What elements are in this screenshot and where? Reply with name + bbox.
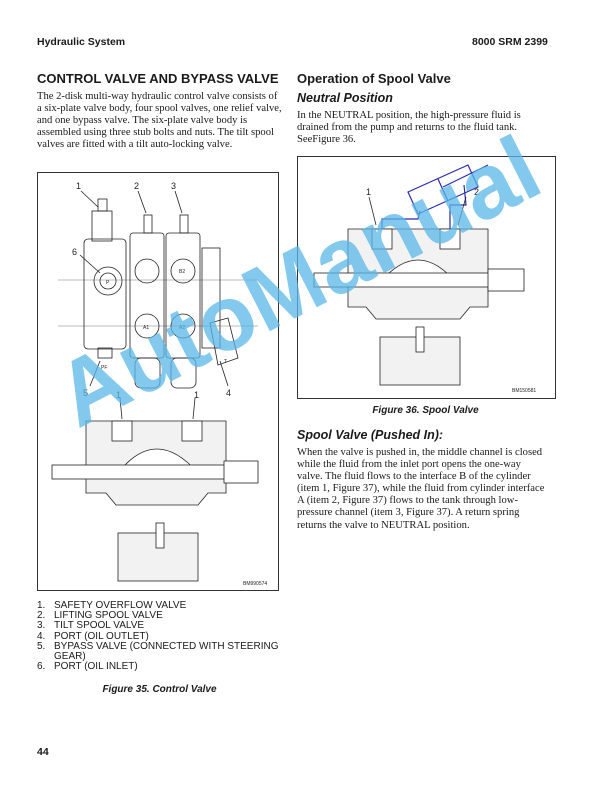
legend-item: 2.LIFTING SPOOL VALVE — [37, 610, 163, 622]
spool-valve-diagram: 1 2 BM150581 — [313, 164, 536, 394]
running-header-doc-id: 8000 SRM 2399 — [472, 36, 548, 48]
pushed-in-paragraph: When the valve is pushed in, the middle … — [297, 447, 545, 531]
pushed-in-subheading: Spool Valve (Pushed In): — [297, 428, 444, 442]
figure-code: BM150581 — [512, 388, 536, 394]
callout-3: 3 — [171, 181, 176, 191]
figure-35-caption: Figure 35. Control Valve — [102, 684, 217, 695]
figure-35-control-valve: 1 2 3 6 5 4 1 1 P B2 A1 A2 PF T BM990574 — [37, 172, 279, 591]
neutral-position-subheading: Neutral Position — [297, 91, 393, 105]
port-label-t: T — [224, 359, 227, 365]
intro-paragraph: The 2-disk multi-way hydraulic control v… — [37, 91, 282, 151]
cylinder-symbol — [381, 164, 489, 229]
callout-5: 5 — [83, 388, 88, 398]
callout-1-right: 1 — [194, 390, 199, 400]
port-label-b2: B2 — [179, 269, 185, 275]
section-heading: CONTROL VALVE AND BYPASS VALVE — [37, 71, 279, 86]
control-valve-diagram: 1 2 3 6 5 4 1 1 P B2 A1 A2 PF T BM990574 — [51, 181, 267, 587]
figure-code: BM990574 — [243, 581, 267, 587]
neutral-paragraph: In the NEUTRAL position, the high-pressu… — [297, 110, 521, 146]
callout-1: 1 — [76, 181, 81, 191]
operation-heading: Operation of Spool Valve — [297, 71, 451, 86]
callout-4: 4 — [226, 388, 231, 398]
callout-2: 2 — [134, 181, 139, 191]
callout-2: 2 — [474, 187, 479, 197]
port-label-pf: PF — [101, 365, 107, 371]
figure-35-legend: 1.SAFETY OVERFLOW VALVE 2.LIFTING SPOOL … — [37, 600, 287, 673]
legend-item: 4.PORT (OIL OUTLET) — [37, 630, 149, 642]
figure-36-spool-valve: 1 2 BM150581 — [297, 156, 556, 399]
legend-item: 3.TILT SPOOL VALVE — [37, 620, 145, 632]
callout-1-left: 1 — [116, 390, 121, 400]
figure-36-caption: Figure 36. Spool Valve — [372, 405, 479, 416]
port-label-a1: A1 — [143, 325, 149, 331]
port-label-p: P — [106, 280, 110, 286]
port-label-a2: A2 — [179, 325, 185, 331]
callout-1: 1 — [366, 187, 371, 197]
running-header-section: Hydraulic System — [37, 36, 126, 48]
page-number: 44 — [37, 746, 49, 758]
legend-item: 1.SAFETY OVERFLOW VALVE — [37, 600, 187, 611]
legend-item: 5.BYPASS VALVE (CONNECTED WITH STEERING … — [37, 640, 279, 663]
legend-item: 6.PORT (OIL INLET) — [37, 661, 138, 673]
callout-6: 6 — [72, 247, 77, 257]
